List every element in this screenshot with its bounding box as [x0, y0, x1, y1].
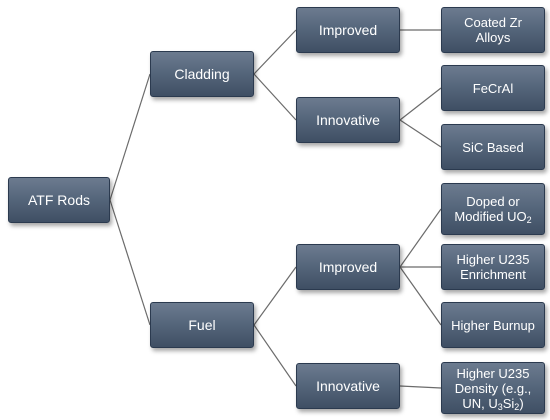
node-enrichment-line2: Enrichment: [460, 267, 526, 282]
node-sic-based: SiC Based: [441, 124, 545, 170]
connector-f-improved-doped: [399, 208, 442, 268]
node-density-line2: Density (e.g.,: [454, 380, 532, 396]
node-sic-label: SiC Based: [462, 139, 524, 155]
connector-fuel-improved: [253, 266, 297, 326]
node-cladding-innovative: Innovative: [296, 97, 400, 143]
connector-root-cladding: [109, 73, 151, 201]
node-density-line3-c: ): [519, 395, 524, 411]
node-cladding-improved: Improved: [296, 7, 400, 53]
node-enrichment-line1: Higher U235: [456, 252, 530, 267]
node-higher-u235-enrichment: Higher U235 Enrichment: [441, 244, 545, 290]
node-doped-line2: Modified UO2: [454, 209, 532, 225]
node-fuel-innovative: Innovative: [296, 363, 400, 409]
node-atf-rods-label: ATF Rods: [28, 192, 90, 208]
node-density-line3-sub2: 2: [514, 401, 520, 412]
node-cladding-label: Cladding: [174, 66, 230, 82]
node-fuel-innovative-label: Innovative: [316, 378, 380, 394]
node-fecral: FeCrAl: [441, 65, 545, 111]
node-density-line1: Higher U235: [456, 365, 530, 381]
node-doped-line2-text: Modified UO: [454, 209, 527, 224]
node-fuel: Fuel: [150, 302, 254, 348]
node-burnup-label: Higher Burnup: [451, 317, 535, 333]
connector-c-innovative-fecral: [399, 87, 442, 121]
node-atf-rods: ATF Rods: [8, 177, 110, 223]
node-fuel-improved: Improved: [296, 244, 400, 290]
node-density-line3-sub1: 3: [497, 401, 503, 412]
node-density-line3: UN, U3Si2): [455, 395, 532, 412]
node-doped-modified-uo2: Doped or Modified UO2: [441, 183, 545, 235]
node-fuel-improved-label: Improved: [318, 259, 378, 275]
node-higher-burnup: Higher Burnup: [441, 302, 545, 348]
node-doped-line1: Doped or: [466, 194, 520, 209]
node-cladding: Cladding: [150, 51, 254, 97]
node-higher-u235-density: Higher U235 Density (e.g., UN, U3Si2): [441, 362, 545, 414]
node-doped-line2-subscript: 2: [526, 215, 532, 225]
node-coated-line2: Alloys: [475, 30, 511, 45]
connector-root-fuel: [109, 199, 151, 326]
node-density-line3-a: UN, U: [462, 395, 498, 411]
connector-cladding-innovative: [253, 73, 297, 121]
node-cladding-innovative-label: Innovative: [316, 112, 380, 128]
connector-c-innovative-sic: [399, 119, 442, 148]
node-fuel-label: Fuel: [188, 317, 216, 333]
connector-fuel-innovative: [253, 324, 297, 387]
node-density-line3-b: Si: [502, 395, 515, 411]
node-cladding-improved-label: Improved: [318, 22, 378, 38]
node-coated-line1: Coated Zr: [464, 15, 522, 30]
node-coated-zr-alloys: Coated Zr Alloys: [441, 7, 545, 53]
connector-cladding-improved: [253, 29, 297, 75]
node-fecral-label: FeCrAl: [472, 80, 514, 96]
connector-f-innovative-density: [399, 385, 442, 389]
connector-f-improved-burnup: [399, 266, 442, 326]
